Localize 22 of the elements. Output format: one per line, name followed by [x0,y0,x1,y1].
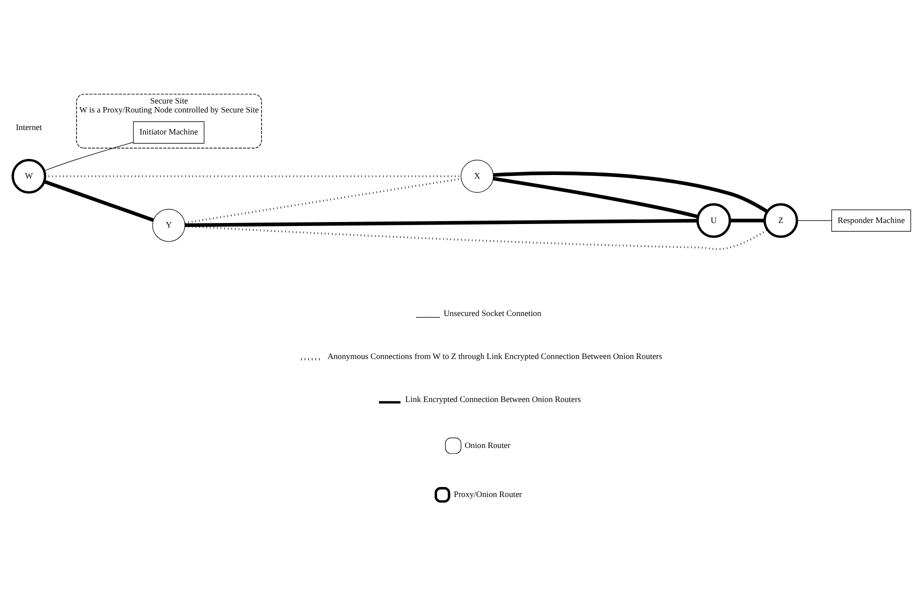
connector [492,176,698,218]
node-circle: X [460,160,494,193]
node-box: Initiator Machine [133,121,204,144]
legend-label: Onion Router [464,440,510,450]
connector [493,171,768,214]
connector [184,178,462,224]
connector [796,220,832,221]
legend-label: Unsecured Socket Connetion [444,308,542,318]
connector [44,142,134,172]
connector [185,218,698,227]
connector [730,218,764,222]
connector [44,180,154,222]
legend-label: Link Encrypted Connection Between Onion Routers [405,395,581,404]
node-box: Responder Machine [831,209,912,232]
node-circle: W [12,158,46,194]
node-circle: Y [152,208,186,242]
node-circle: U [696,203,732,238]
legend-label: Proxy/Onion Router [454,490,522,500]
label: Internet [16,122,42,132]
legend-label: Anonymous Connections from W to Z through Link Encrypted Connection Between Onion Routers [327,352,662,362]
node-circle: Z [763,203,798,238]
connector [184,225,768,250]
